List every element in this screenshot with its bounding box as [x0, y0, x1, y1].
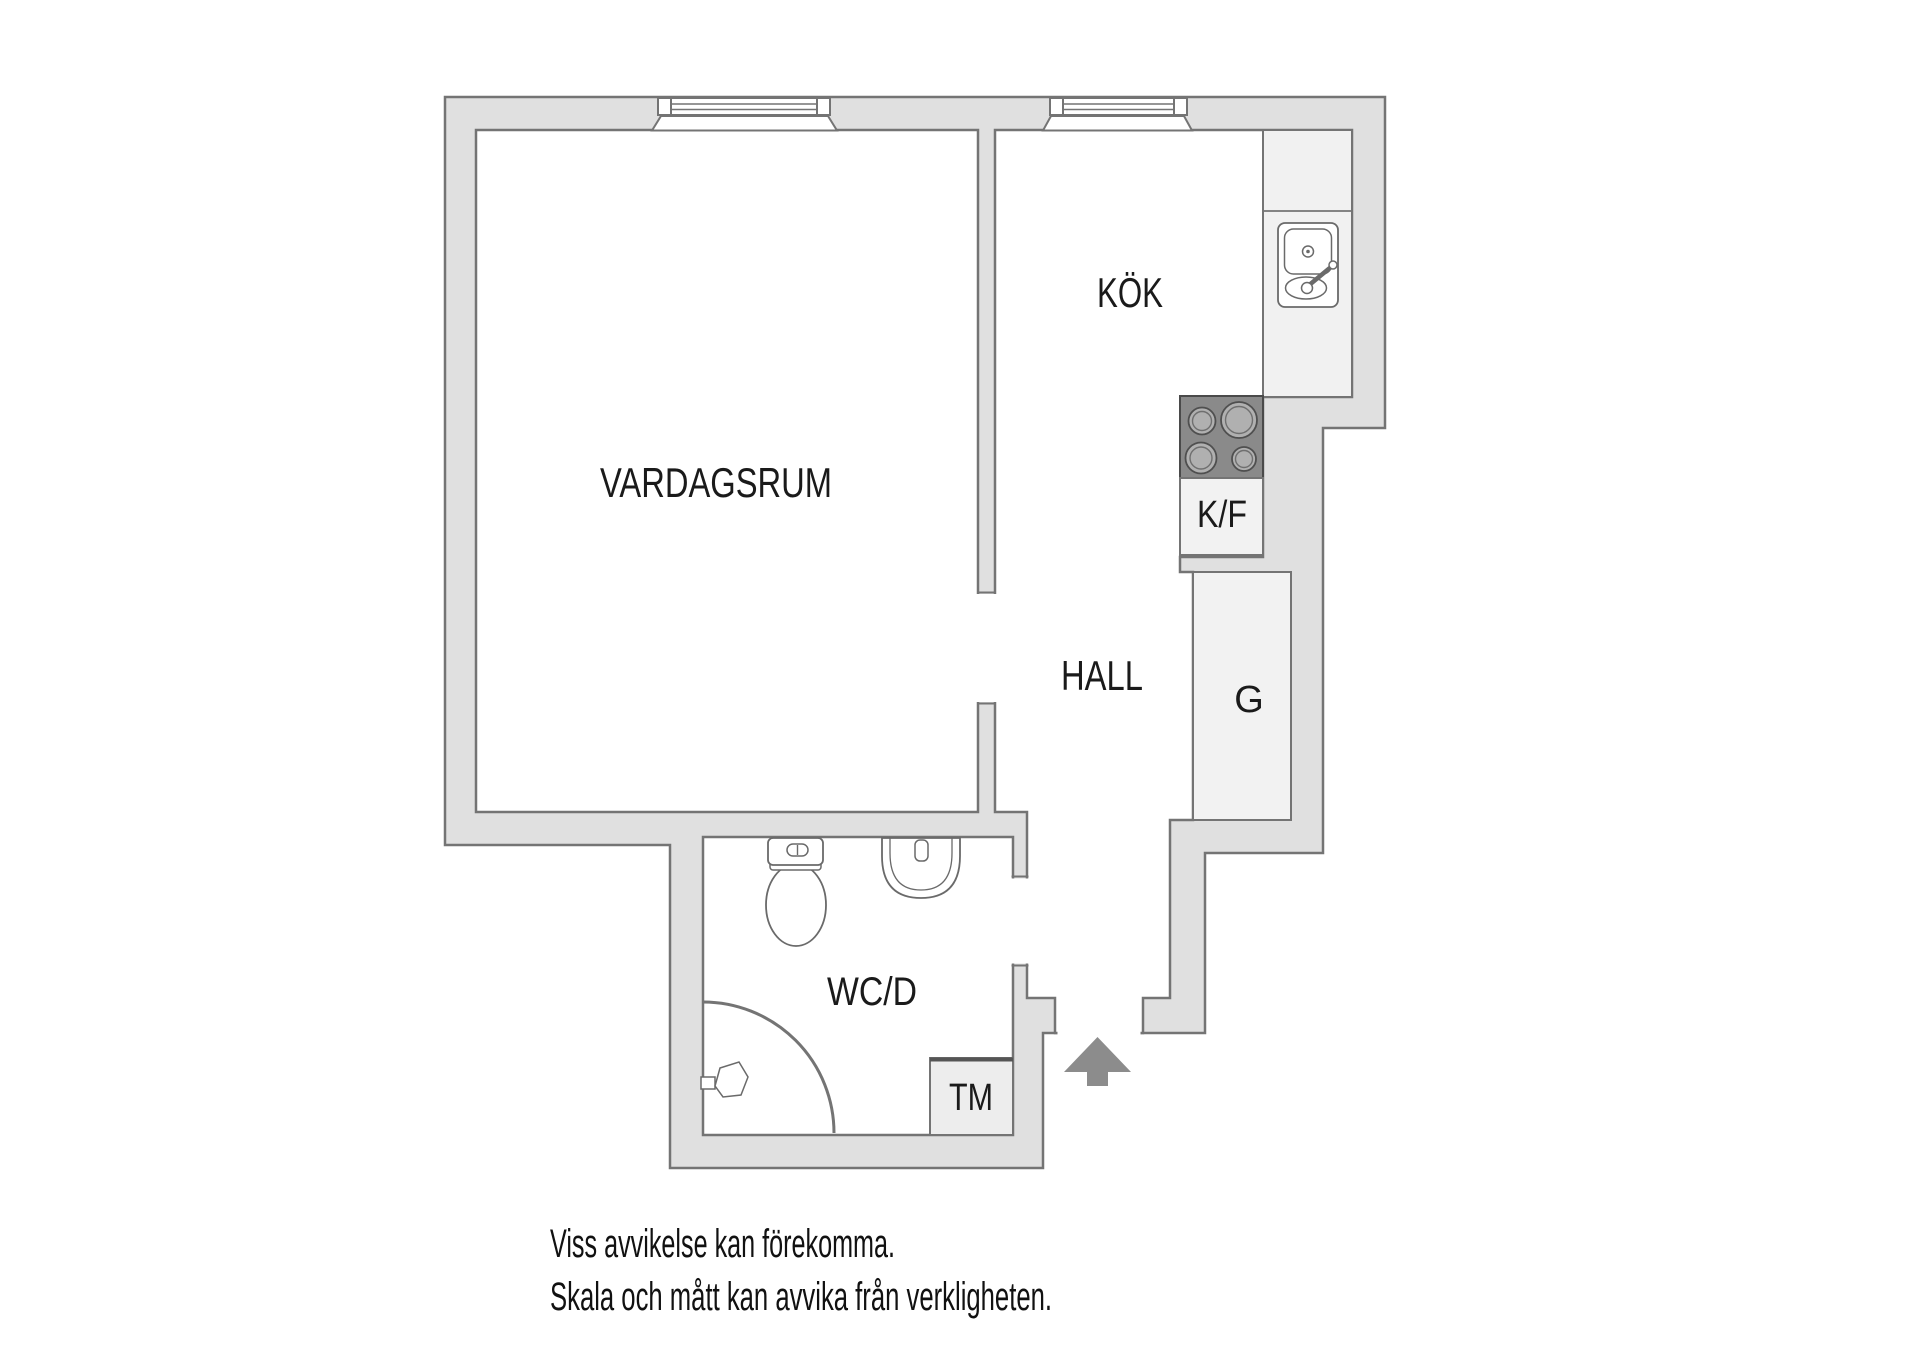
wardrobe-cabinet: G: [1192, 571, 1292, 821]
disclaimer-line-2: Skala och mått kan avvika från verklighe…: [550, 1275, 1052, 1319]
washing-machine-box: TM: [929, 1057, 1014, 1136]
wardrobe-label: G: [1234, 679, 1264, 721]
entrance-arrow-icon: [1064, 1037, 1131, 1086]
window-icon: [1041, 97, 1194, 132]
room-label-kok: KÖK: [1097, 269, 1163, 316]
entrance-door-opening: [1057, 995, 1141, 1038]
kitchen-sink-icon: [1277, 222, 1339, 308]
room-vardagsrum-floor: [474, 128, 980, 814]
washing-machine-label: TM: [949, 1077, 993, 1119]
door-opening-vardagsrum-hall: [975, 591, 997, 705]
fridge-freezer-cabinet: K/F: [1179, 477, 1264, 556]
shower-head-icon: [700, 1061, 749, 1098]
room-label-hall: HALL: [1061, 652, 1143, 699]
room-label-vardagsrum: VARDAGSRUM: [600, 459, 832, 506]
shower-arc-icon: [702, 1000, 836, 1134]
toilet-icon: [765, 837, 827, 947]
disclaimer-line-1: Viss avvikelse kan förekomma.: [550, 1222, 895, 1266]
fridge-freezer-label: K/F: [1197, 494, 1247, 536]
window-icon: [650, 97, 839, 132]
room-label-wcd: WC/D: [827, 970, 917, 1014]
washbasin-icon: [881, 837, 961, 899]
disclaimer: Viss avvikelse kan förekomma. Skala och …: [550, 1222, 1052, 1319]
stove-icon: [1179, 395, 1264, 479]
door-opening-wcd: [1010, 875, 1029, 967]
